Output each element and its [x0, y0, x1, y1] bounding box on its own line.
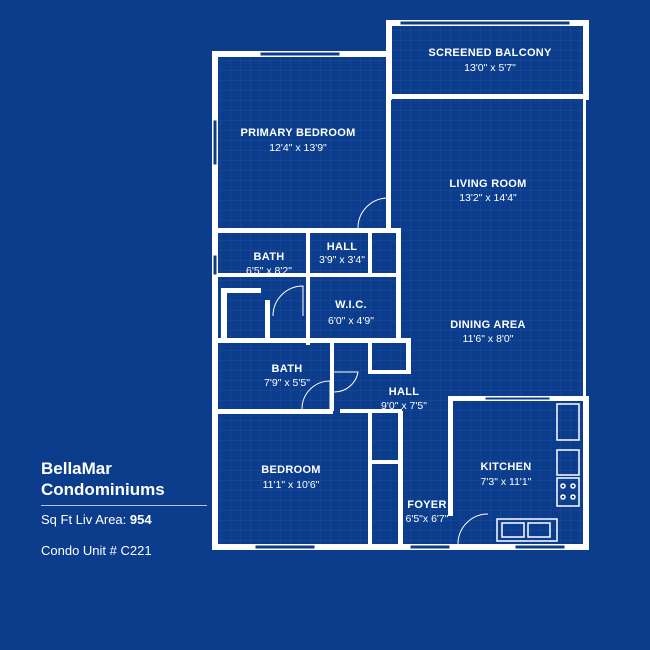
room-label-bedroom: BEDROOM 11'1" x 10'6" [261, 464, 321, 491]
kitchen-fixtures [496, 403, 580, 542]
room-label-wic: W.I.C. 6'0" x 4'9" [328, 299, 374, 327]
svg-text:HALL: HALL [327, 241, 358, 253]
building-name-line1: BellaMar [41, 459, 112, 478]
svg-text:11'6" x 8'0": 11'6" x 8'0" [463, 333, 514, 345]
living-area: Sq Ft Liv Area: 954 [41, 512, 211, 527]
room-label-primary-bedroom: PRIMARY BEDROOM 12'4" x 13'9" [240, 127, 355, 154]
svg-text:7'3" x 11'1": 7'3" x 11'1" [481, 476, 532, 488]
room-label-screened-balcony: SCREENED BALCONY 13'0" x 5'7" [428, 47, 552, 74]
interior-grid [218, 24, 584, 545]
living-area-label: Sq Ft Liv Area: [41, 512, 127, 527]
svg-text:9'0" x 7'5": 9'0" x 7'5" [381, 400, 427, 412]
svg-text:W.I.C.: W.I.C. [335, 299, 367, 311]
room-label-bath-1: BATH 6'5" x 8'2" [246, 251, 292, 277]
svg-text:BATH: BATH [272, 363, 303, 375]
unit-number: Condo Unit # C221 [41, 543, 152, 558]
svg-text:DINING AREA: DINING AREA [450, 319, 526, 331]
svg-text:13'0" x 5'7": 13'0" x 5'7" [464, 62, 516, 74]
room-label-hall-2: HALL 9'0" x 7'5" [381, 386, 427, 412]
svg-text:KITCHEN: KITCHEN [481, 461, 532, 473]
svg-text:FOYER: FOYER [407, 499, 446, 511]
svg-text:11'1" x 10'6": 11'1" x 10'6" [263, 479, 320, 491]
svg-text:PRIMARY BEDROOM: PRIMARY BEDROOM [240, 127, 355, 139]
svg-text:SCREENED BALCONY: SCREENED BALCONY [428, 47, 552, 59]
svg-text:HALL: HALL [389, 386, 420, 398]
svg-text:12'4" x 13'9": 12'4" x 13'9" [269, 142, 327, 154]
svg-text:BATH: BATH [254, 251, 285, 263]
divider [41, 505, 207, 506]
svg-text:6'5"x 6'7": 6'5"x 6'7" [406, 513, 449, 525]
windows [212, 20, 571, 550]
svg-text:6'5" x 8'2": 6'5" x 8'2" [246, 265, 292, 277]
room-label-kitchen: KITCHEN 7'3" x 11'1" [481, 461, 532, 488]
doors [272, 197, 489, 545]
living-area-value: 954 [129, 512, 152, 527]
svg-text:LIVING ROOM: LIVING ROOM [449, 178, 526, 190]
room-label-hall-1: HALL 3'9" x 3'4" [319, 241, 365, 266]
svg-text:3'9" x 3'4": 3'9" x 3'4" [319, 254, 365, 266]
svg-text:BEDROOM: BEDROOM [261, 464, 321, 476]
property-info: BellaMar Condominiums Sq Ft Liv Area: 95… [41, 458, 211, 558]
svg-text:13'2" x 14'4": 13'2" x 14'4" [459, 192, 517, 204]
svg-text:7'9" x 5'5": 7'9" x 5'5" [264, 377, 310, 389]
building-name-line2: Condominiums [41, 480, 165, 499]
svg-text:6'0" x 4'9": 6'0" x 4'9" [328, 315, 374, 327]
room-label-living-room: LIVING ROOM 13'2" x 14'4" [449, 178, 526, 204]
room-label-bath-2: BATH 7'9" x 5'5" [264, 363, 310, 389]
room-label-dining-area: DINING AREA 11'6" x 8'0" [450, 319, 526, 345]
room-label-foyer: FOYER 6'5"x 6'7" [406, 499, 449, 525]
